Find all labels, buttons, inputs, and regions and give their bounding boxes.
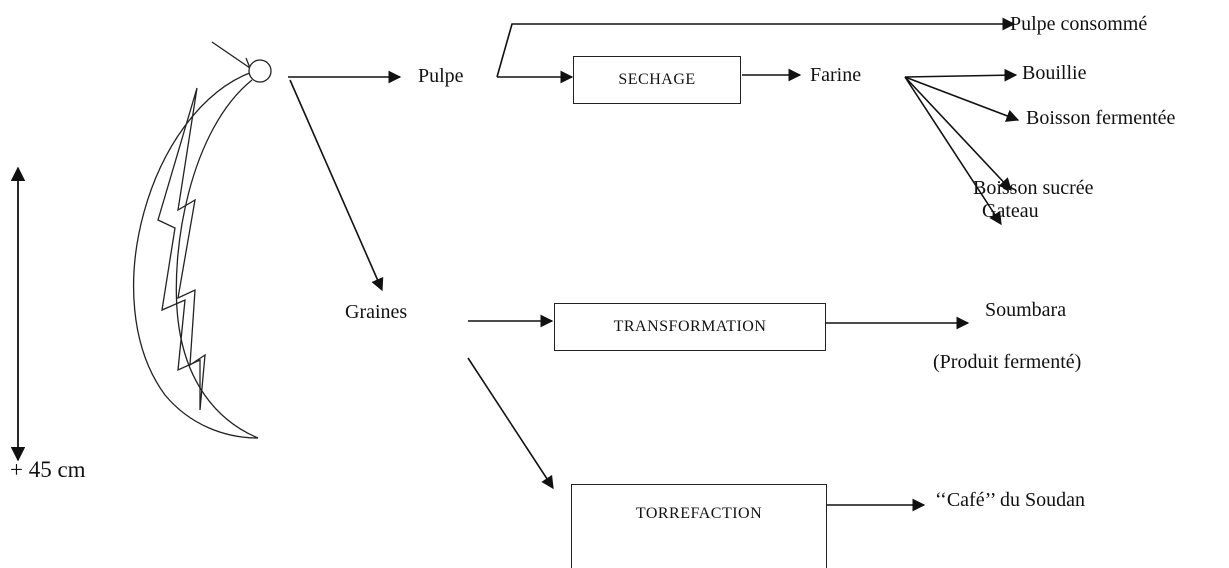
pulpe-label: Pulpe bbox=[418, 65, 464, 87]
soumbara-label: Soumbara bbox=[985, 299, 1067, 321]
boisson-fermentee-label: Boisson fermentée bbox=[1026, 107, 1176, 129]
torrefaction-label: TORREFACTION bbox=[635, 505, 763, 522]
farine-label: Farine bbox=[810, 64, 862, 86]
produit-fermente-label: (Produit fermenté) bbox=[933, 351, 1082, 373]
arrow-farine-boisson-sucree bbox=[904, 76, 1012, 191]
sechage-box: SECHAGE bbox=[573, 56, 741, 104]
bouillie-label: Bouillie bbox=[1022, 62, 1087, 84]
cafe-du-soudan-label: ‘‘Café’’ du Soudan bbox=[935, 489, 1085, 511]
arrow-pulpe-consomme bbox=[496, 17, 1016, 78]
pod-tip bbox=[248, 59, 272, 83]
gateau-label: Gateau bbox=[982, 200, 1039, 222]
transformation-label: TRANSFORMATION bbox=[613, 318, 767, 335]
graines-label: Graines bbox=[345, 301, 408, 323]
pulpe-consomme-label: Pulpe consommé bbox=[1010, 13, 1148, 35]
arrow-farine-bouillie bbox=[904, 68, 1018, 82]
arrow-pod-graines bbox=[289, 79, 384, 292]
sechage-label: SECHAGE bbox=[618, 71, 696, 88]
scale-label: + 45 cm bbox=[10, 457, 86, 482]
pod-stem bbox=[211, 41, 252, 70]
pod-illustration bbox=[133, 41, 272, 439]
torrefaction-box: TORREFACTION bbox=[571, 484, 827, 568]
pod-inner-zigzag bbox=[157, 87, 206, 411]
pod-outline bbox=[133, 71, 259, 439]
arrow-farine-gateau bbox=[904, 76, 1002, 226]
boisson-sucree-label: Boisson sucrée bbox=[973, 177, 1094, 199]
transformation-box: TRANSFORMATION bbox=[554, 303, 826, 351]
arrow-graines-torrefaction bbox=[467, 357, 554, 490]
arrow-farine-boisson-fermentee bbox=[904, 76, 1020, 122]
